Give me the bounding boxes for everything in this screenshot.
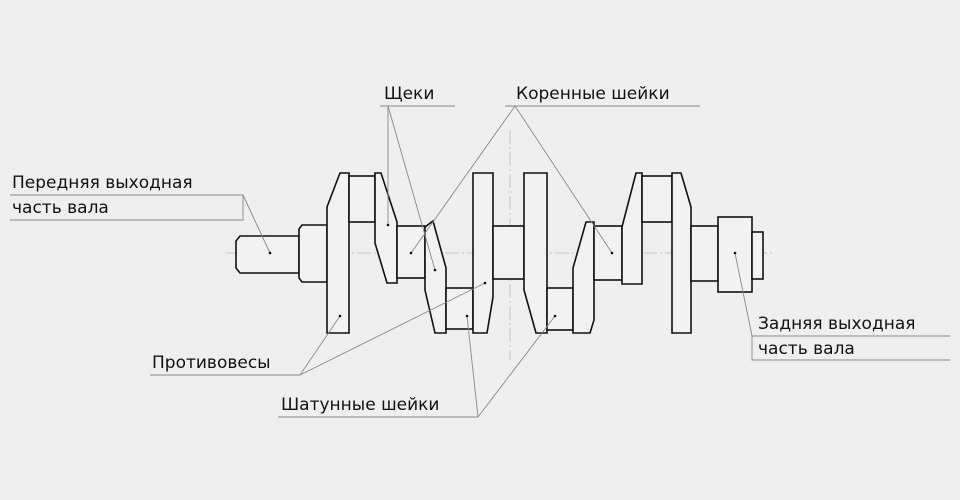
label-front-end-line2: часть вала <box>12 198 109 218</box>
cheek-7 <box>621 172 643 285</box>
crankpin-2 <box>445 287 474 330</box>
cheek-1 <box>326 172 350 334</box>
cheek-6 <box>572 221 595 334</box>
label-counterweights: Противовесы <box>152 353 271 373</box>
label-main-journals: Коренные шейки <box>516 84 670 104</box>
crankpin-4 <box>641 175 673 223</box>
front-output-shaft <box>235 235 300 274</box>
label-rear-end-line2: часть вала <box>758 339 855 359</box>
crankpin-1 <box>348 175 376 223</box>
cheek-5 <box>523 172 548 334</box>
label-crankpins: Шатунные шейки <box>281 395 440 415</box>
crankpin-3 <box>546 287 574 331</box>
cheek-3 <box>424 219 447 334</box>
leader-dots <box>268 223 737 318</box>
label-front-end-line1: Передняя выходная <box>12 173 193 193</box>
cheek-4 <box>472 172 494 334</box>
leader-lines <box>10 105 950 418</box>
main-journal-2 <box>396 225 426 279</box>
label-cheeks: Щеки <box>384 84 435 104</box>
main-journal-center <box>492 225 525 280</box>
cheek-8 <box>671 172 692 334</box>
main-journal-4 <box>593 225 623 281</box>
cheek-2 <box>374 172 398 284</box>
front-step <box>298 224 328 283</box>
main-journal-5 <box>690 225 719 282</box>
label-rear-end-line1: Задняя выходная <box>758 314 916 334</box>
rear-output-shaft <box>751 231 764 280</box>
